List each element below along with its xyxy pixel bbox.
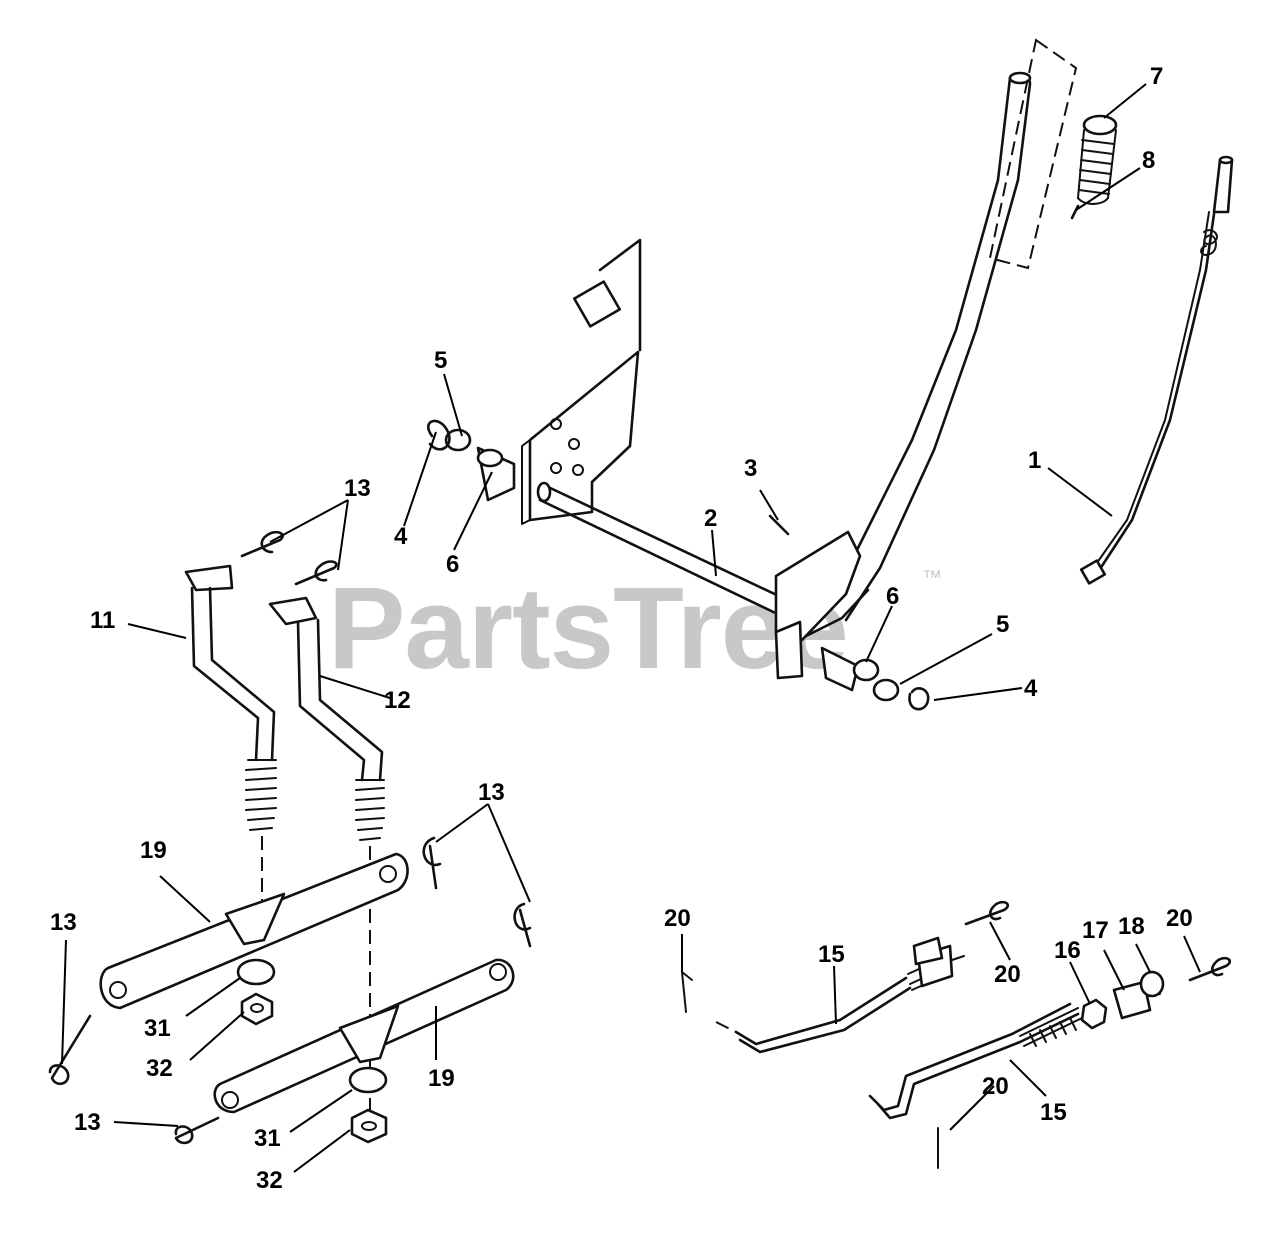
callout-5: 5 [434, 347, 447, 374]
callout-12: 12 [384, 687, 411, 714]
lift-arm-upper [99, 852, 409, 1010]
lift-shaft [536, 481, 802, 622]
callout-31: 31 [254, 1125, 281, 1152]
callout-15: 15 [1040, 1099, 1067, 1126]
washer-31-lower [348, 1066, 388, 1094]
callout-13: 13 [74, 1109, 101, 1136]
watermark-trademark: ™ [922, 567, 942, 589]
watermark-text: PartsTree [328, 563, 848, 693]
callout-8: 8 [1142, 147, 1155, 174]
nut-32-lower [350, 1108, 388, 1144]
callout-19: 19 [140, 837, 167, 864]
hairpin-clip-mid-1 [422, 836, 442, 890]
hairpin-clip-rod-lower [1188, 956, 1232, 982]
adjustment-rod-upper [734, 936, 965, 1054]
callout-18: 18 [1118, 913, 1145, 940]
hairpin-clip-lower [174, 1116, 220, 1145]
callout-17: 17 [1082, 917, 1109, 944]
callout-5: 5 [996, 611, 1009, 638]
callout-19: 19 [428, 1065, 455, 1092]
lift-arm-lower [213, 958, 515, 1114]
clip-left [427, 419, 451, 451]
washer-right [872, 678, 900, 702]
nut-32-upper [240, 992, 274, 1026]
washer-31-upper [236, 958, 276, 986]
callout-15: 15 [818, 941, 845, 968]
callout-4: 4 [1024, 675, 1038, 702]
callout-20: 20 [994, 961, 1021, 988]
clip-right [908, 687, 930, 711]
callout-20: 20 [982, 1073, 1009, 1100]
roll-pin [768, 514, 790, 536]
adjustment-rod-lower [868, 1002, 1083, 1120]
handle-grip-outline [988, 38, 1078, 270]
hairpin-clip-rod-upper [964, 900, 1010, 926]
callout-1: 1 [1028, 447, 1041, 474]
grip-spring [1077, 114, 1118, 205]
nut-16 [1080, 998, 1108, 1030]
callout-31: 31 [144, 1015, 171, 1042]
callout-11: 11 [90, 607, 115, 634]
leader-lines [61, 83, 1201, 1173]
washer-left [444, 428, 472, 452]
callout-32: 32 [256, 1167, 283, 1194]
lift-handle [824, 71, 1032, 622]
hairpin-clip-left [48, 1014, 92, 1086]
callout-16: 16 [1054, 937, 1081, 964]
callout-4: 4 [394, 523, 408, 550]
mounting-bracket [521, 238, 642, 525]
hairpin-clip-upper-2 [294, 560, 338, 586]
rod-pin-upper-left [681, 971, 693, 1013]
callout-2: 2 [704, 505, 717, 532]
callout-7: 7 [1150, 63, 1163, 90]
bushing-left [476, 446, 516, 502]
callout-13: 13 [50, 909, 77, 936]
callout-labels: 7 8 5 1 3 13 4 2 6 11 6 5 12 4 13 19 13 … [50, 63, 1193, 1194]
lift-link-12 [268, 596, 385, 841]
callout-20: 20 [1166, 905, 1193, 932]
callout-13: 13 [344, 475, 371, 502]
callout-6: 6 [446, 551, 459, 578]
hairpin-clip-mid-2 [513, 902, 532, 948]
nut-18 [1139, 970, 1165, 998]
lift-cable [1079, 155, 1234, 585]
shaft-arm [774, 530, 870, 680]
callout-6: 6 [886, 583, 899, 610]
callout-13: 13 [478, 779, 505, 806]
callout-20: 20 [664, 905, 691, 932]
callout-32: 32 [146, 1055, 173, 1082]
grip-pin [1070, 204, 1080, 220]
callout-3: 3 [744, 455, 757, 482]
lift-link-11 [184, 564, 277, 831]
hairpin-clip-upper-1 [240, 530, 284, 558]
